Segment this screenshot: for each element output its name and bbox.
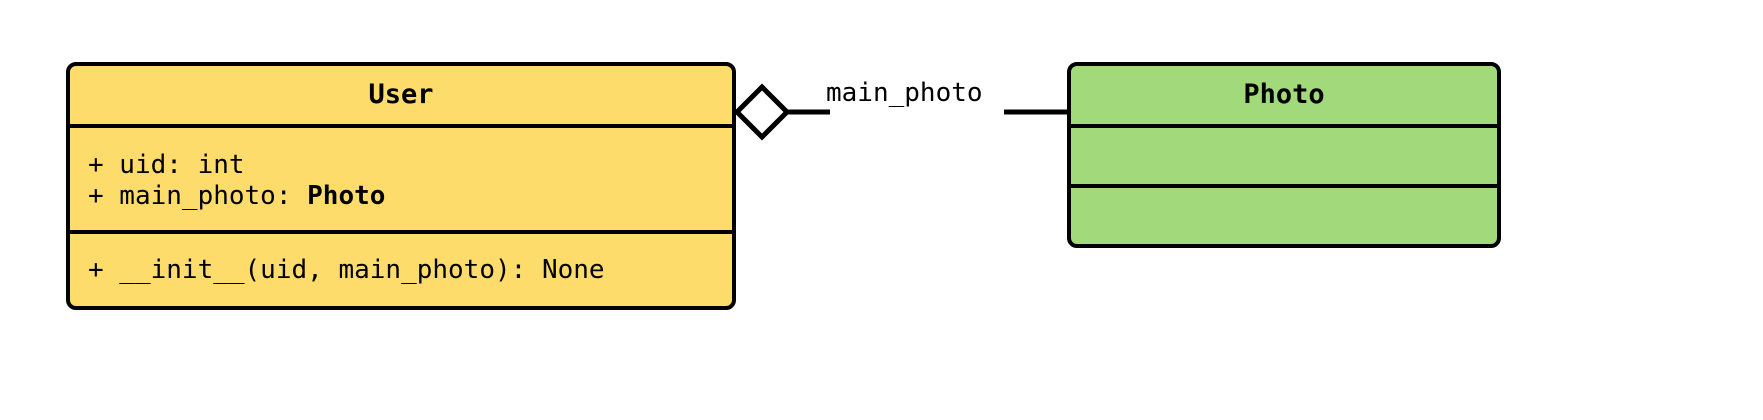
class-user-method-init: + __init__(uid, main_photo): None — [88, 254, 605, 285]
class-user-attributes-compartment: + uid: int + main_photo: Photo — [70, 124, 732, 230]
aggregation-diamond-icon — [733, 83, 791, 141]
class-user-attribute-uid-text: + uid: int — [88, 150, 245, 181]
class-user-attribute-main-photo: + main_photo: Photo — [70, 181, 732, 212]
association-user-main-photo — [733, 83, 1070, 141]
class-user-methods-compartment: + __init__(uid, main_photo): None — [70, 230, 732, 306]
class-photo-attributes-compartment — [1071, 124, 1497, 184]
class-user-name: User — [368, 78, 434, 110]
uml-class-user[interactable]: User + uid: int + main_photo: Photo + __… — [66, 62, 736, 310]
class-photo-name: Photo — [1243, 78, 1325, 110]
class-photo-title-compartment: Photo — [1071, 66, 1497, 124]
class-user-title-compartment: User — [70, 66, 732, 124]
class-photo-methods-compartment — [1071, 184, 1497, 244]
association-label-main-photo: main_photo — [826, 78, 983, 108]
class-user-attribute-main-photo-text: + main_photo: — [88, 181, 308, 211]
class-user-attribute-uid: + uid: int — [70, 150, 732, 181]
class-user-attribute-main-photo-type: Photo — [307, 181, 386, 211]
uml-class-photo[interactable]: Photo — [1067, 62, 1501, 248]
